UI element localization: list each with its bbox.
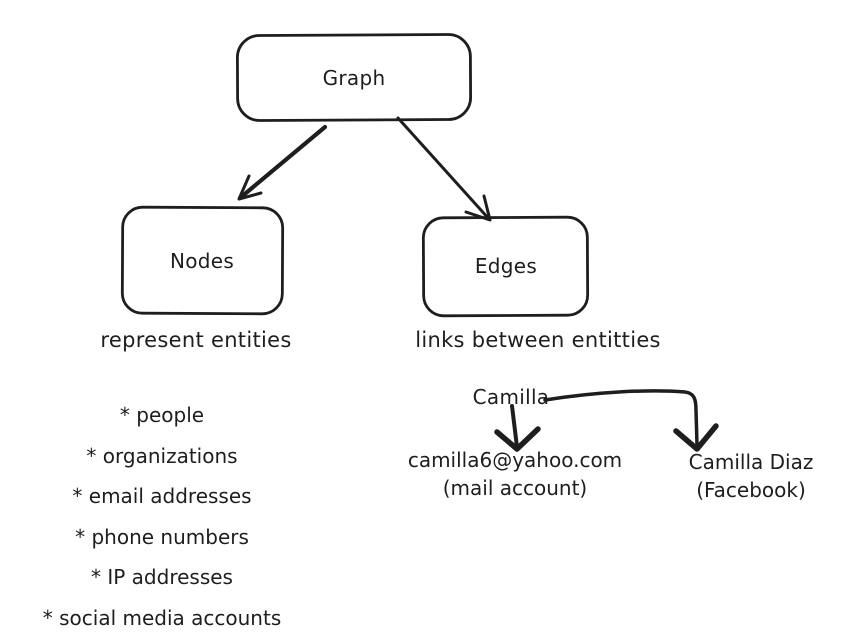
list-item: * phone numbers bbox=[75, 524, 249, 549]
list-item: * IP addresses bbox=[91, 565, 233, 589]
list-item: * email addresses bbox=[72, 484, 252, 508]
arrow-graph-to-edges-head bbox=[464, 194, 492, 222]
edges-caption: links between entitties bbox=[415, 328, 661, 352]
nodes-box-shape bbox=[120, 205, 285, 316]
arrow-camilla-to-facebook-head bbox=[673, 423, 719, 452]
edges-box-shape bbox=[421, 215, 590, 318]
mail-account-node: camilla6@yahoo.com (mail account) bbox=[408, 446, 622, 502]
list-item: * social media accounts bbox=[42, 605, 282, 630]
nodes-caption: represent entities bbox=[100, 328, 292, 352]
arrow-graph-to-nodes-head bbox=[237, 174, 263, 201]
graph-box-shape bbox=[235, 33, 473, 122]
arrow-graph-to-nodes bbox=[237, 124, 328, 201]
graph-box-label: Graph bbox=[322, 66, 386, 90]
edges-box-label: Edges bbox=[474, 254, 538, 278]
list-item: * people bbox=[119, 403, 205, 427]
nodes-box-label: Nodes bbox=[169, 249, 235, 273]
mail-account-value: camilla6@yahoo.com bbox=[407, 448, 623, 472]
facebook-type: (Facebook) bbox=[696, 478, 806, 502]
list-item: * organizations bbox=[86, 443, 238, 468]
camilla-source-label: Camilla bbox=[472, 385, 550, 409]
arrow-graph-to-edges bbox=[396, 116, 491, 221]
facebook-node: Camilla Diaz (Facebook) bbox=[689, 448, 814, 504]
arrow-camilla-to-mail bbox=[510, 404, 519, 449]
mail-account-type: (mail account) bbox=[442, 476, 588, 500]
arrow-camilla-to-facebook bbox=[543, 389, 699, 447]
facebook-value: Camilla Diaz bbox=[688, 450, 814, 474]
node-examples-list: * people * organizations * email address… bbox=[43, 395, 282, 638]
arrow-camilla-to-mail-head bbox=[494, 426, 541, 452]
